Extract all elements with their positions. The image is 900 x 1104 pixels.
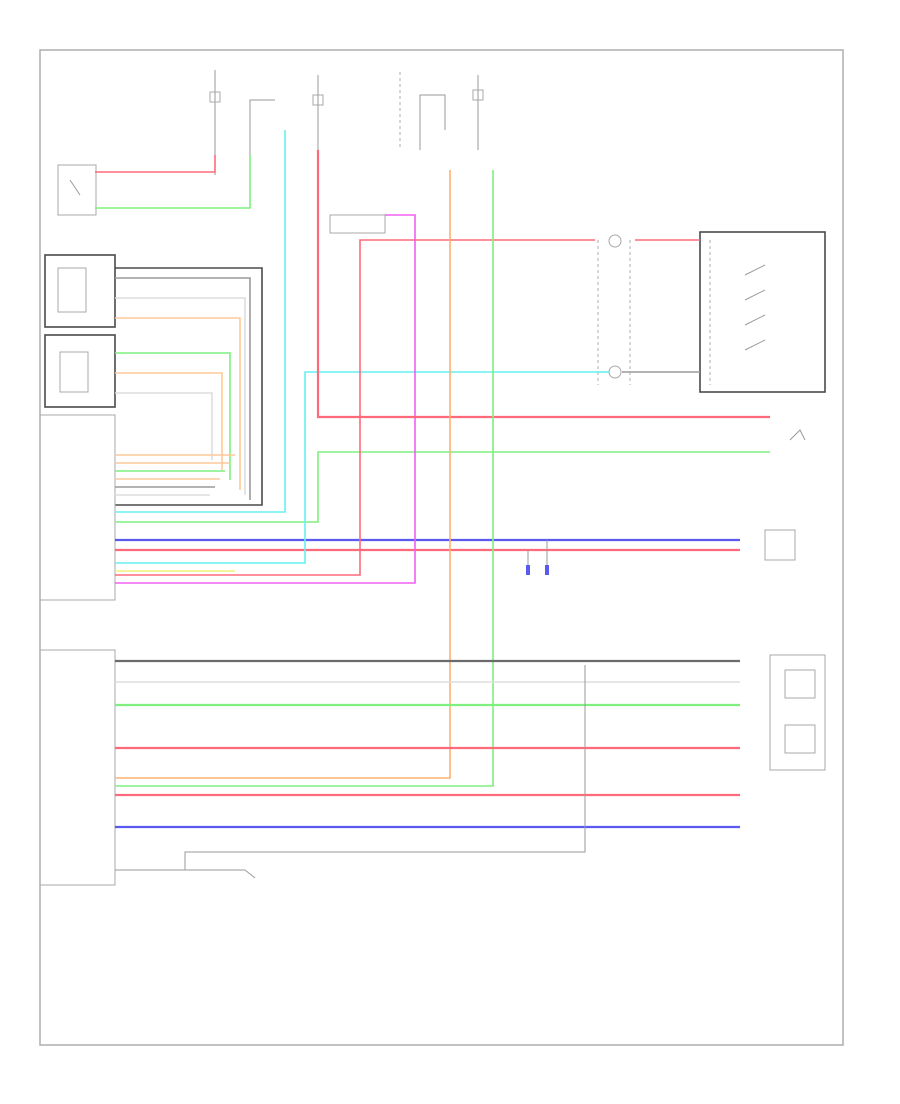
relay-feed-2	[419, 94, 446, 150]
throttle-box	[769, 654, 826, 771]
wire-red-joint	[115, 239, 595, 576]
pin-blue-2	[545, 565, 549, 575]
sensor-box-1	[44, 254, 116, 328]
relay-feed	[249, 99, 275, 155]
brake-switch-symbol	[789, 429, 806, 441]
wire-white-sensor	[115, 392, 213, 460]
control-module-bottom	[39, 649, 116, 886]
wire-red-top	[95, 155, 216, 173]
switch-contact	[69, 179, 81, 196]
power-feed-2	[312, 75, 324, 150]
power-feed-3	[472, 75, 484, 150]
diagram-frame	[39, 49, 844, 1046]
left-switch-box	[57, 164, 97, 216]
wire-cyan-2	[115, 371, 595, 564]
ground-symbol	[244, 869, 256, 879]
wire-magenta	[115, 214, 416, 584]
wire-gray-1	[115, 277, 251, 500]
wire-green-sensor	[115, 352, 231, 480]
sensor-shield	[115, 267, 263, 506]
connector-right-box	[764, 529, 796, 561]
wire-green-brake	[115, 451, 770, 523]
wire-green-top	[95, 155, 251, 209]
right-switch-contacts	[744, 264, 766, 351]
throttle-element-1	[784, 669, 816, 699]
wire-orange-long	[115, 170, 451, 779]
right-switch-box	[699, 231, 826, 393]
control-module-top	[39, 414, 116, 601]
splice-2	[608, 365, 622, 379]
splice-1	[608, 234, 622, 248]
wire-orange-sensor	[115, 372, 223, 470]
joint-connector	[329, 214, 386, 234]
pin-blue	[526, 565, 530, 575]
wire-orange-1	[115, 317, 241, 490]
sensor-2-element	[59, 351, 89, 393]
wire-white-1	[115, 297, 246, 495]
wire-green-long	[115, 170, 494, 787]
sensor-1-element	[57, 267, 87, 313]
wire-red-brake	[316, 150, 770, 419]
ground-return	[184, 665, 586, 870]
sensor-box-2	[44, 334, 116, 408]
throttle-element-2	[784, 724, 816, 754]
wire-cyan-1	[115, 130, 286, 513]
